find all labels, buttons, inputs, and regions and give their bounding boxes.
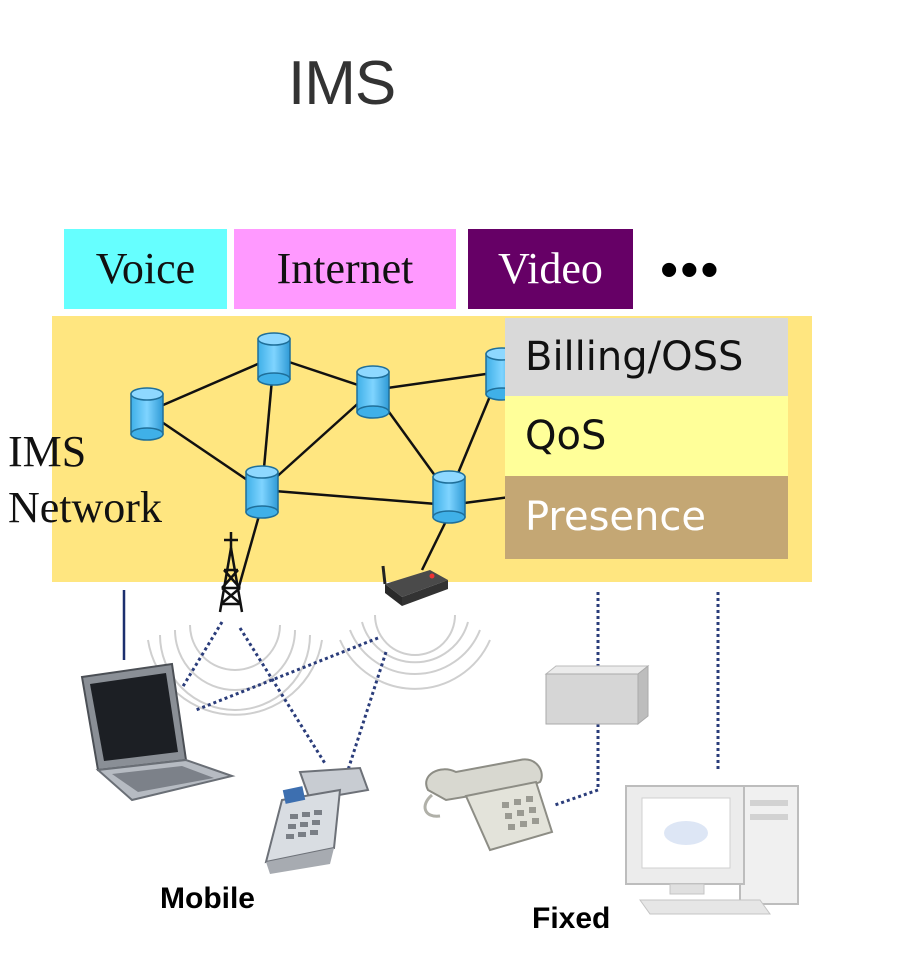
database-node-icon: [356, 365, 390, 419]
caption-fixed: Fixed: [532, 902, 611, 935]
ims-network-label: IMS Network: [8, 424, 162, 536]
database-node-icon: [130, 387, 164, 441]
laptop-icon: [80, 662, 236, 802]
database-node-icon: [257, 332, 291, 386]
desktop-computer-icon: [625, 785, 799, 915]
ims-network-label-line2: Network: [8, 483, 162, 532]
service-video: Video: [468, 229, 633, 309]
service-voice: Voice: [64, 229, 227, 309]
desk-phone-icon: [423, 758, 554, 852]
layer-billing-oss: Billing/OSS: [505, 318, 788, 396]
diagram-title: IMS: [288, 49, 396, 118]
layer-presence: Presence: [505, 476, 788, 559]
database-node-icon: [245, 465, 279, 519]
router-wave-arcs: [339, 614, 491, 690]
database-nodes: [130, 332, 519, 524]
service-internet: Internet: [234, 229, 456, 309]
caption-mobile: Mobile: [160, 882, 255, 915]
more-services-ellipsis: •••: [660, 241, 721, 299]
database-node-icon: [432, 470, 466, 524]
ims-network-label-line1: IMS: [8, 427, 87, 476]
gateway-box-icon: [544, 664, 650, 726]
cell-tower-icon: [218, 532, 244, 613]
layer-qos: QoS: [505, 396, 788, 476]
wireless-router-icon: [381, 565, 448, 606]
wireless-links: [180, 592, 720, 807]
mobile-phone-icon: [264, 766, 370, 874]
